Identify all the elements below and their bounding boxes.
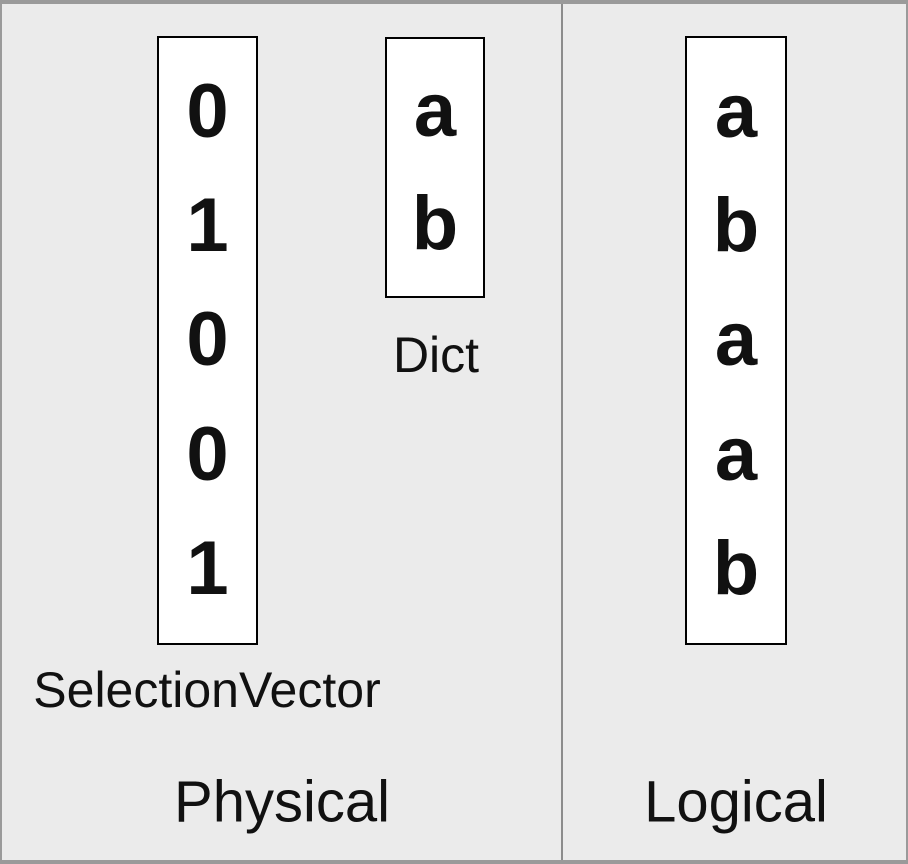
dict-box: a b: [385, 37, 485, 298]
logical-vector-box: a b a a b: [685, 36, 787, 645]
dict-value: a: [413, 68, 457, 154]
selection-vector-value: 0: [186, 297, 229, 383]
dict-value: b: [411, 180, 459, 266]
logical-caption: Logical: [644, 769, 828, 835]
dict-label: Dict: [392, 327, 480, 383]
logical-value: a: [714, 297, 758, 383]
selection-vector-label: SelectionVector: [33, 662, 381, 718]
selection-vector-box: 0 1 0 0 1: [157, 36, 258, 645]
selection-vector-value: 0: [186, 69, 229, 155]
physical-caption: Physical: [174, 769, 390, 835]
logical-value: a: [714, 411, 758, 497]
selection-vector-value: 0: [186, 411, 229, 497]
selection-vector-value: 1: [186, 525, 229, 611]
logical-value: b: [712, 183, 760, 269]
logical-value: a: [714, 69, 758, 155]
panel-divider: [561, 4, 563, 860]
logical-value: b: [712, 525, 760, 611]
selection-vector-value: 1: [186, 183, 229, 269]
